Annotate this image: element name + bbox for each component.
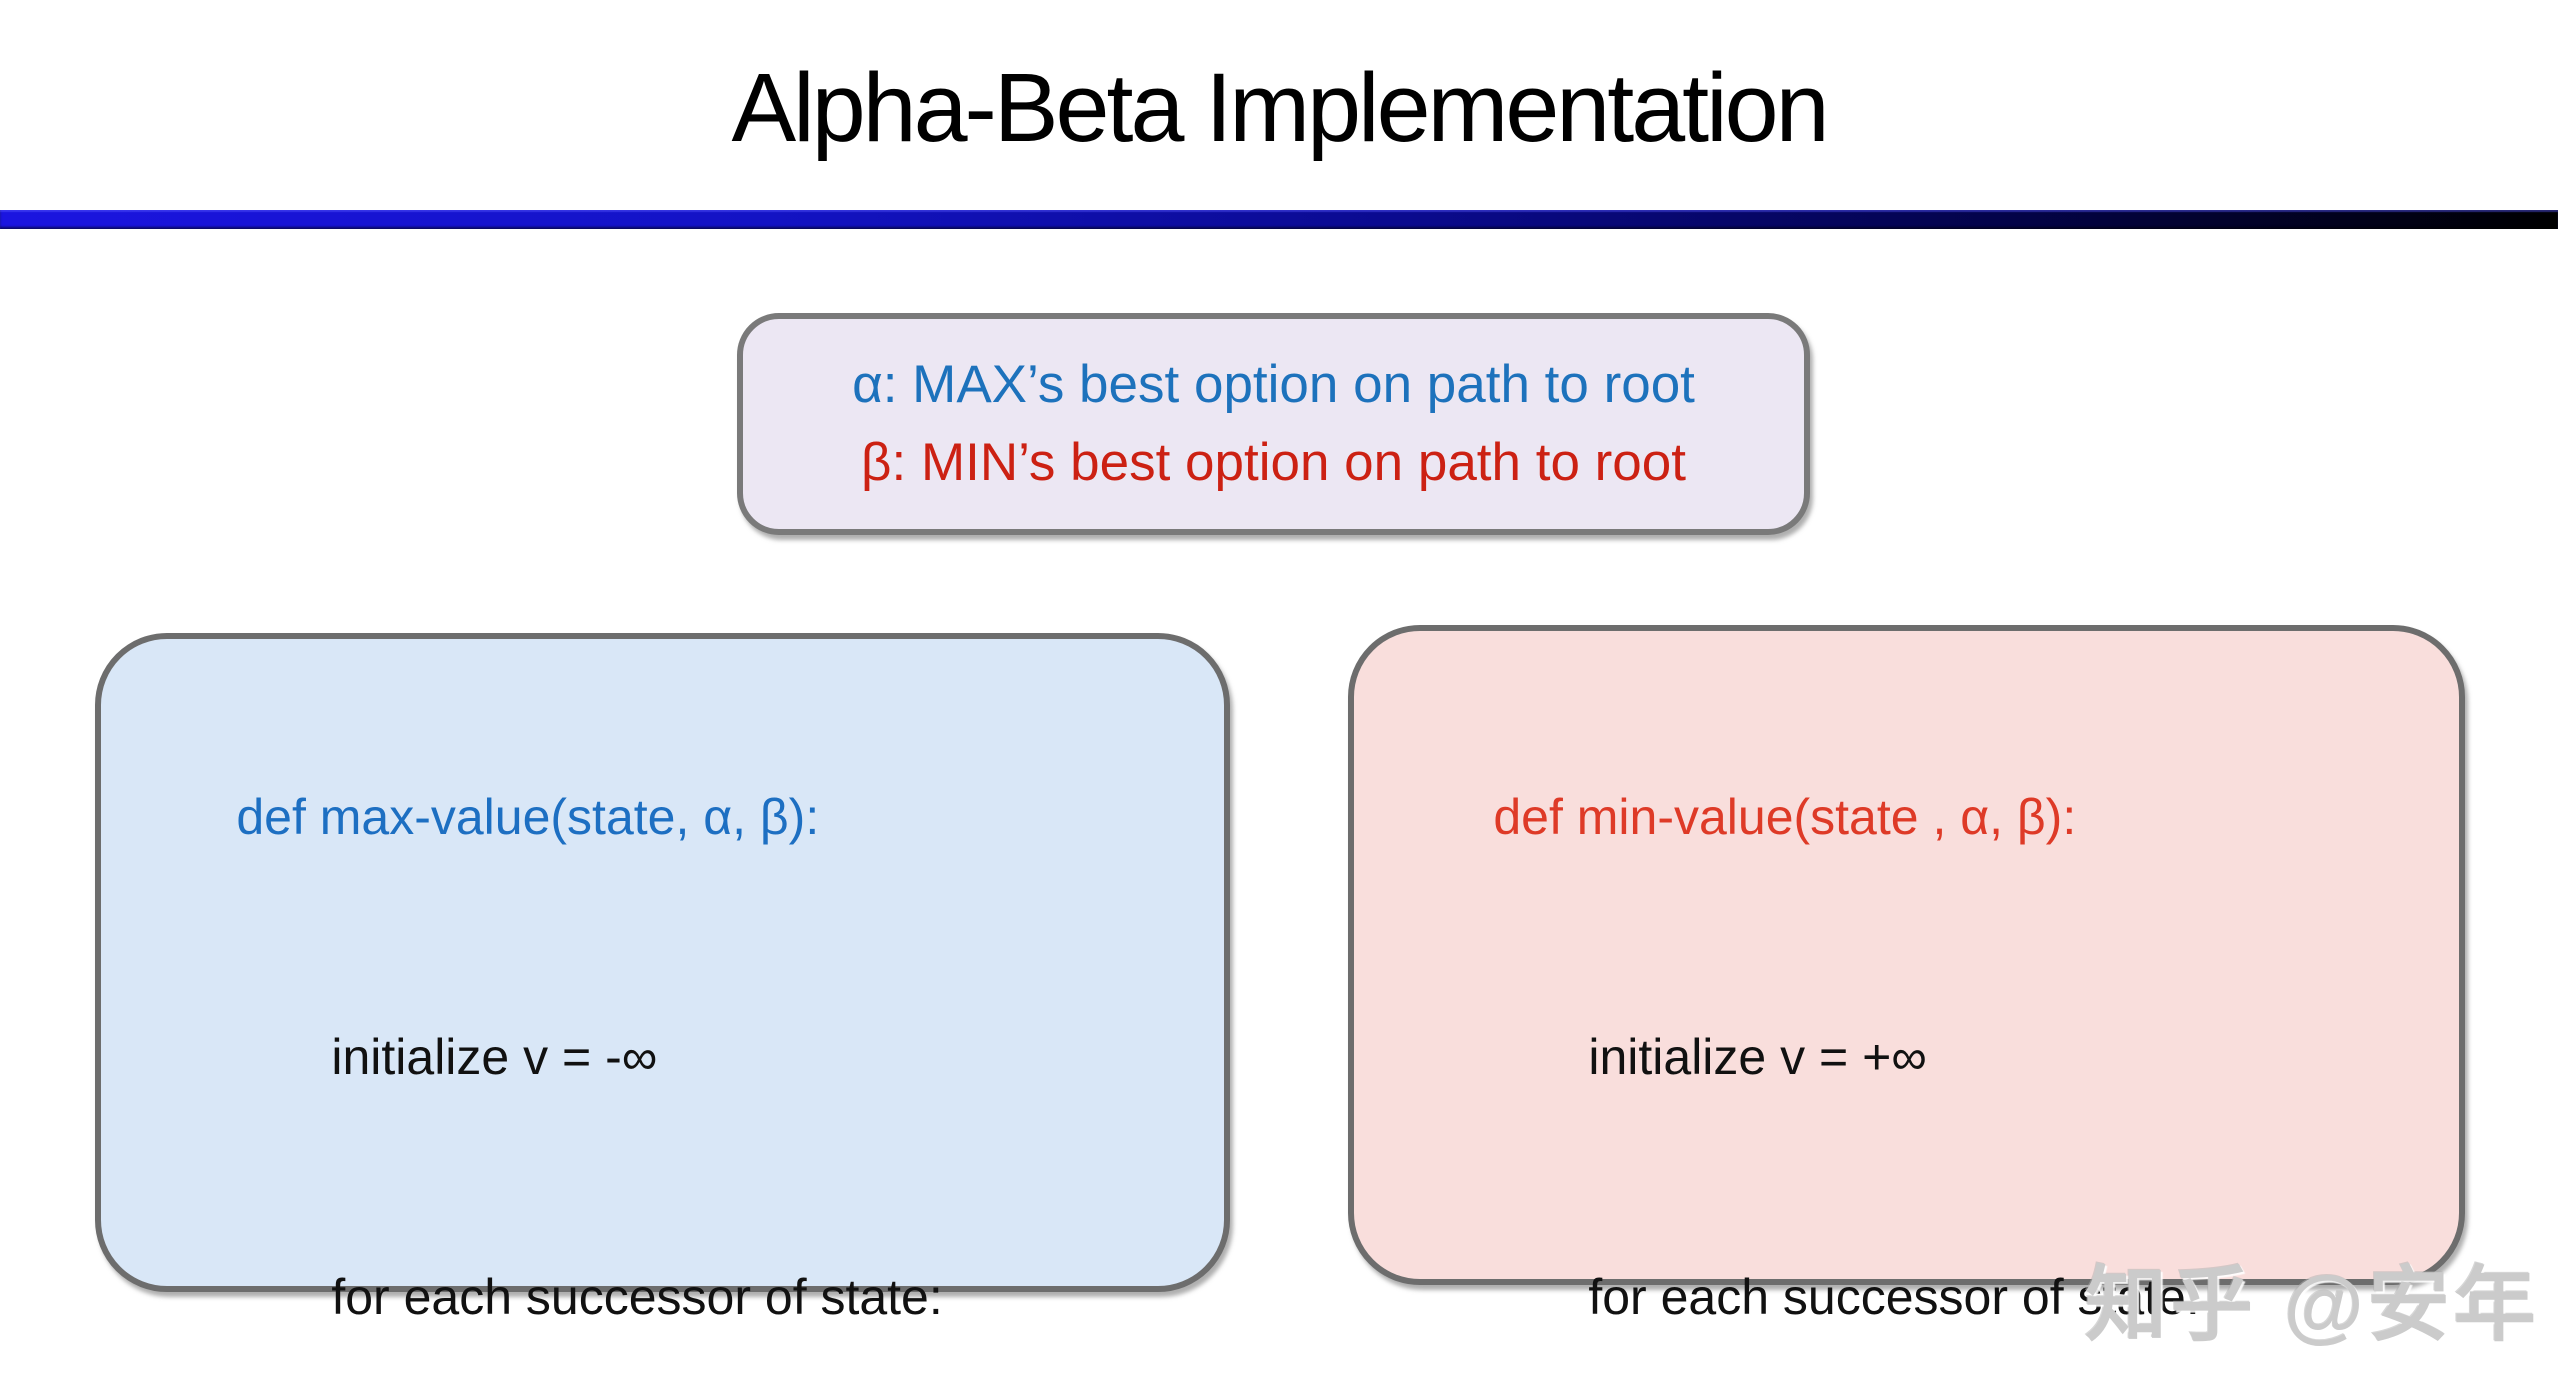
title-divider-rule [0,210,2558,229]
zhihu-watermark: 知乎 @安年 [2085,1260,2540,1351]
min-value-pseudocode-box: def min-value(state , α, β): initialize … [1348,625,2465,1325]
max-value-pseudocode-box: def max-value(state, α, β): initialize v… [95,633,1230,1325]
code-text: def max-value(state, α, β): [236,789,820,845]
code-text: initialize v = +∞ [1588,1029,1927,1085]
slide-title: Alpha-Beta Implementation [731,53,1829,162]
code-line-for-each: for each successor of state: [1410,1177,2459,1386]
code-text: initialize v = -∞ [331,1029,658,1085]
code-text: for each successor of state: [331,1269,943,1325]
code-line-initialize: initialize v = +∞ [1410,937,2459,1177]
alpha-beta-note-box: α: MAX’s best option on path to root β: … [737,313,1810,535]
beta-definition-text: β: MIN’s best option on path to root [861,433,1686,492]
code-text: def min-value(state , α, β): [1493,789,2077,845]
alpha-definition-text: α: MAX’s best option on path to root [852,355,1695,414]
code-line-for-each: for each successor of state: [153,1177,1224,1386]
code-line-def-min: def min-value(state , α, β): [1410,697,2459,937]
code-line-def-max: def max-value(state, α, β): [153,697,1224,937]
code-line-initialize: initialize v = -∞ [153,937,1224,1177]
code-text: for each successor of state: [1588,1269,2200,1325]
